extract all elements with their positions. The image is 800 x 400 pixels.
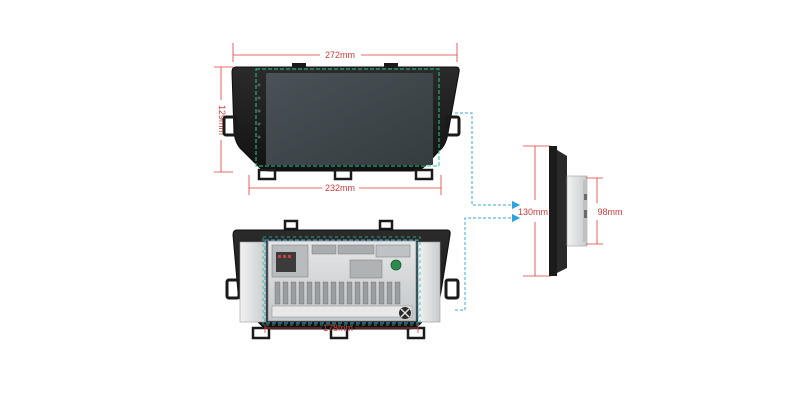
label-overall-width: 272mm xyxy=(325,50,355,60)
touch-screen xyxy=(266,73,433,165)
dimension-depth-chassis xyxy=(586,177,603,245)
bottom-clips xyxy=(257,168,434,181)
dimension-overall-width xyxy=(232,43,458,62)
side-view: 130mm 98mm xyxy=(518,145,623,277)
dimension-depth-outer xyxy=(523,145,551,277)
label-screen-width: 232mm xyxy=(325,183,355,193)
dimension-chassis-width xyxy=(264,324,419,333)
mount-tab-right xyxy=(445,115,461,137)
plug-icon xyxy=(390,259,402,271)
depth-guide-arrows xyxy=(455,112,520,311)
label-depth-outer: 130mm xyxy=(518,207,548,217)
mount-tab-left xyxy=(222,115,238,137)
label-overall-height: 129mm xyxy=(217,105,227,135)
right-arrow-icon xyxy=(512,214,520,222)
rear-ports xyxy=(274,281,401,305)
dimension-screen-width xyxy=(248,175,442,195)
screen-outline xyxy=(255,68,440,167)
label-depth-chassis: 98mm xyxy=(597,207,622,217)
front-view: 272mm 129mm xyxy=(214,43,461,195)
chassis-outline xyxy=(264,239,419,324)
back-view: 178mm xyxy=(225,219,460,340)
dimension-overall-height xyxy=(214,66,233,173)
side-front-panel xyxy=(549,146,557,276)
right-arrow-icon xyxy=(512,201,520,209)
side-buttons xyxy=(257,83,261,139)
label-chassis-width: 178mm xyxy=(323,323,353,333)
